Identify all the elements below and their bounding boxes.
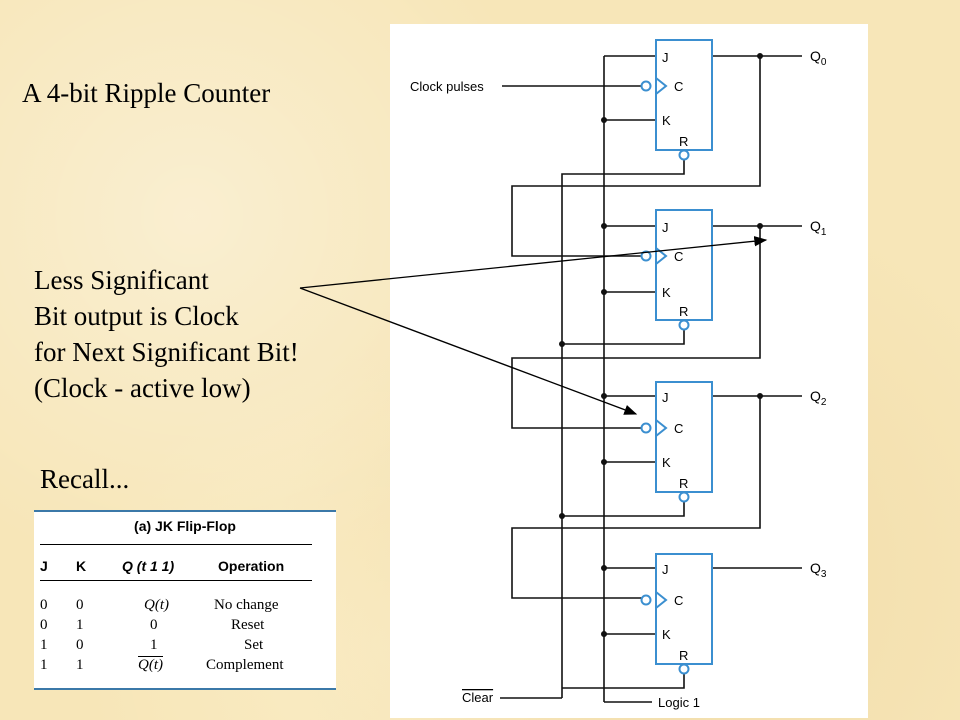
ff0-clock-bubble (640, 80, 652, 92)
ff0-k-label: K (662, 113, 671, 128)
ff3-k-label: K (662, 627, 671, 642)
table-top-rule (34, 510, 336, 512)
junction-dot (601, 565, 607, 571)
logic-1-label: Logic 1 (658, 695, 700, 710)
ff1-k-label: K (662, 285, 671, 300)
table-cell-r4-j: 1 (40, 657, 48, 673)
ff2-clock-bubble (640, 422, 652, 434)
ff0-body (655, 39, 713, 151)
ff0-clock-triangle (655, 77, 668, 95)
diagram-background (390, 24, 868, 718)
ff3-clock-bubble (640, 594, 652, 606)
junction-dot (601, 631, 607, 637)
ff3-clear-wire (562, 674, 685, 689)
ripple-wire-q2-to-c3 (511, 396, 761, 599)
table-cell-r3-op: Set (244, 637, 264, 653)
recall-label: Recall... (40, 464, 130, 494)
table-cell-r3-j: 1 (40, 637, 48, 653)
q1-label: Q1 (810, 218, 827, 238)
q3-label: Q3 (810, 560, 827, 580)
note-line-1: Less Significant (34, 265, 209, 295)
jk-flip-flop-table: (a) JK Flip-Flop J K Q (t 1 1) Operation… (34, 510, 336, 690)
table-body-rule (40, 580, 312, 581)
clear-label: Clear (462, 690, 494, 705)
note-line-4: (Clock - active low) (34, 373, 251, 403)
table-title: (a) JK Flip-Flop (134, 518, 236, 534)
q1-subscript: 1 (821, 227, 827, 238)
q0-label: Q0 (810, 48, 827, 68)
ff1-reset-bubble (678, 319, 690, 331)
ff2-c-label: C (674, 421, 683, 436)
junction-dot (757, 53, 763, 59)
table-cell-r4-op: Complement (206, 657, 284, 673)
ff1-clock-bubble (640, 250, 652, 262)
explanation-note: Less Significant Bit output is Clock for… (34, 262, 299, 406)
flip-flop-2: J C K R (640, 381, 713, 503)
ff0-r-label: R (679, 134, 688, 149)
q1-name: Q (810, 218, 821, 234)
junction-dot (601, 459, 607, 465)
ff2-r-label: R (679, 476, 688, 491)
ff3-j-label: J (662, 562, 669, 577)
ff2-clear-wire (562, 502, 685, 517)
q0-subscript: 0 (821, 57, 827, 68)
table-header-next-state: Q (t 1 1) (122, 558, 175, 574)
ff2-j-label: J (662, 390, 669, 405)
q3-name: Q (810, 560, 821, 576)
table-header-j: J (40, 558, 48, 574)
q0-name: Q (810, 48, 821, 64)
q3-subscript: 3 (821, 569, 827, 580)
table-cell-r1-j: 0 (40, 597, 48, 613)
table-cell-r1-k: 0 (76, 597, 84, 613)
ff3-clock-triangle (655, 591, 668, 609)
ff1-c-label: C (674, 249, 683, 264)
table-header-rule (40, 544, 312, 545)
ff2-reset-bubble (678, 491, 690, 503)
q2-subscript: 2 (821, 397, 827, 408)
junction-dot (601, 223, 607, 229)
flip-flop-3: J C K R (640, 553, 713, 675)
junction-dot (559, 341, 565, 347)
ff0-j-label: J (662, 50, 669, 65)
junction-dot (757, 393, 763, 399)
ff1-j-label: J (662, 220, 669, 235)
ff0-reset-bubble (678, 149, 690, 161)
junction-dot (601, 117, 607, 123)
table-cell-r2-op: Reset (231, 617, 265, 633)
ff2-k-label: K (662, 455, 671, 470)
ff1-r-label: R (679, 304, 688, 319)
ff3-reset-bubble (678, 663, 690, 675)
junction-dot (601, 289, 607, 295)
slide-title: A 4-bit Ripple Counter (22, 78, 271, 108)
q2-name: Q (810, 388, 821, 404)
table-header-operation: Operation (218, 558, 285, 574)
table-cell-r1-q: Q(t) (144, 597, 169, 613)
ff3-r-label: R (679, 648, 688, 663)
table-cell-r4-q: Q(t) (138, 657, 163, 673)
ff3-body (655, 553, 713, 665)
junction-dot (757, 223, 763, 229)
junction-dot (559, 513, 565, 519)
table-header-k: K (76, 558, 87, 574)
clock-pulses-label: Clock pulses (410, 79, 484, 94)
note-line-3: for Next Significant Bit! (34, 337, 299, 367)
table-cell-r3-k: 0 (76, 637, 84, 653)
ff3-c-label: C (674, 593, 683, 608)
table-cell-r2-j: 0 (40, 617, 48, 633)
table-cell-r2-q: 0 (150, 617, 158, 633)
table-bottom-rule (34, 688, 336, 690)
table-cell-r2-k: 1 (76, 617, 84, 633)
table-cell-r1-op: No change (214, 597, 279, 613)
ff2-clock-triangle (655, 419, 668, 437)
table-cell-r3-q: 1 (150, 637, 158, 653)
note-line-2: Bit output is Clock (34, 301, 239, 331)
junction-dot (601, 393, 607, 399)
q2-label: Q2 (810, 388, 827, 408)
ripple-counter-diagram: J C K R J C K R J C K R J C K R Clock pu… (390, 24, 868, 718)
table-cell-r4-k: 1 (76, 657, 84, 673)
flip-flop-0: J C K R (640, 39, 713, 161)
ff0-c-label: C (674, 79, 683, 94)
